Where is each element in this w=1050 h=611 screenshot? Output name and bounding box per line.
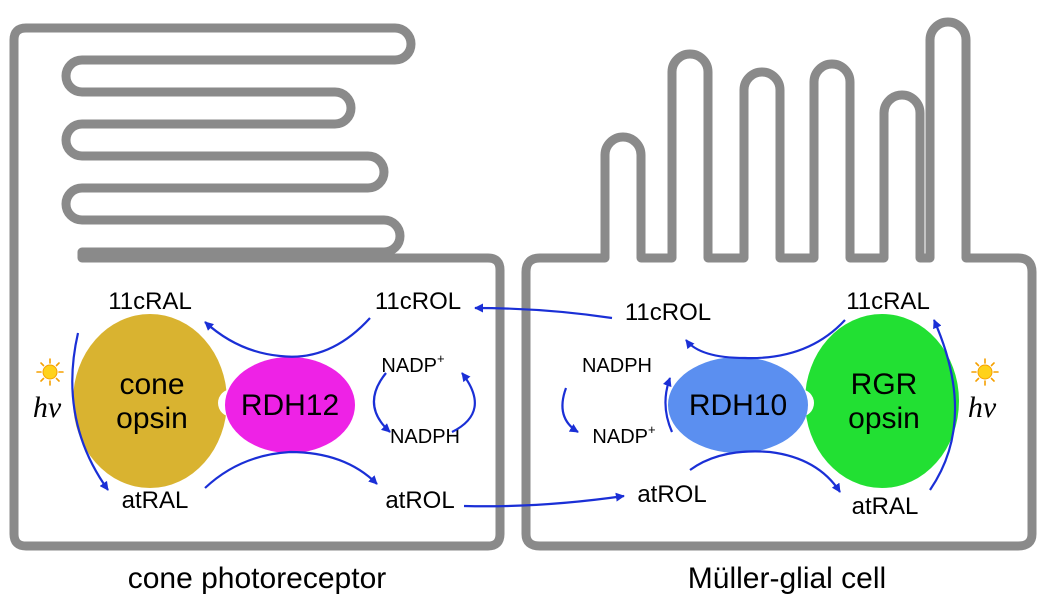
rdh10-label: RDH10: [689, 389, 787, 422]
muller-atral-label: atRAL: [852, 493, 919, 520]
muller-arrow-nadp-to-nadph: [662, 377, 674, 433]
cone-atral-label: atRAL: [122, 487, 189, 514]
muller-nadp-label: NADP+: [592, 422, 655, 448]
rgr-opsin-blob: [805, 314, 959, 488]
muller-hv-label: hv: [968, 391, 997, 424]
rgr-opsin-label-line1: RGR: [851, 368, 918, 401]
cone-arrow-light-isomerization: [71, 332, 109, 491]
muller-arrow-light-isomerization: [929, 319, 957, 491]
muller-11crol-label: 11cROL: [625, 299, 711, 326]
rdh12-blob: [225, 357, 355, 453]
cone-nadp-label: NADP+: [381, 351, 444, 377]
muller-glial-cell: RGR opsin RDH10 11cRAL 11cROL atRAL atRO…: [521, 17, 1037, 551]
cone-photoreceptor-caption: cone photoreceptor: [128, 562, 387, 595]
cone-photoreceptor: cone opsin RDH12 11cRAL 11cROL atRAL atR…: [9, 23, 505, 551]
rdh10-blob: [668, 357, 808, 453]
cone-opsin-label-line2: opsin: [116, 402, 188, 435]
cone-arrow-nadph-to-nadp: [451, 372, 476, 433]
rdh12-label: RDH12: [241, 389, 339, 422]
cone-arrow-nadp-to-nadph: [372, 372, 391, 433]
cone-opsin-label-line1: cone: [119, 368, 184, 401]
muller-sun-icon: [971, 358, 999, 386]
rgr-opsin-label-line2: opsin: [848, 402, 920, 435]
cone-hv-label: hv: [33, 391, 62, 424]
cone-11crol-label: 11cROL: [375, 288, 461, 315]
cone-11cral-label: 11cRAL: [108, 288, 192, 315]
muller-arrow-nadph-to-nadp: [561, 387, 579, 433]
muller-arrow-11cral-to-11crol: [685, 319, 846, 360]
cone-nadph-label: NADPH: [390, 426, 460, 448]
muller-atrol-label: atROL: [637, 481, 706, 508]
muller-nadph-label: NADPH: [582, 355, 652, 377]
cone-sun-icon: [36, 358, 64, 386]
cone-arrow-11crol-to-11cral: [204, 317, 371, 358]
transport-arrow-11crol: [474, 303, 613, 320]
muller-11cral-label: 11cRAL: [846, 288, 930, 315]
cone-atrol-label: atROL: [385, 487, 454, 514]
muller-membrane: [521, 17, 1037, 551]
muller-glial-caption: Müller-glial cell: [688, 562, 886, 595]
cone-membrane: [9, 23, 505, 551]
transport-arrow-atrol: [463, 492, 625, 508]
cone-arrow-atral-to-atrol: [204, 450, 378, 489]
cone-opsin-blob: [73, 314, 227, 488]
muller-arrow-atrol-to-atral: [689, 450, 841, 493]
